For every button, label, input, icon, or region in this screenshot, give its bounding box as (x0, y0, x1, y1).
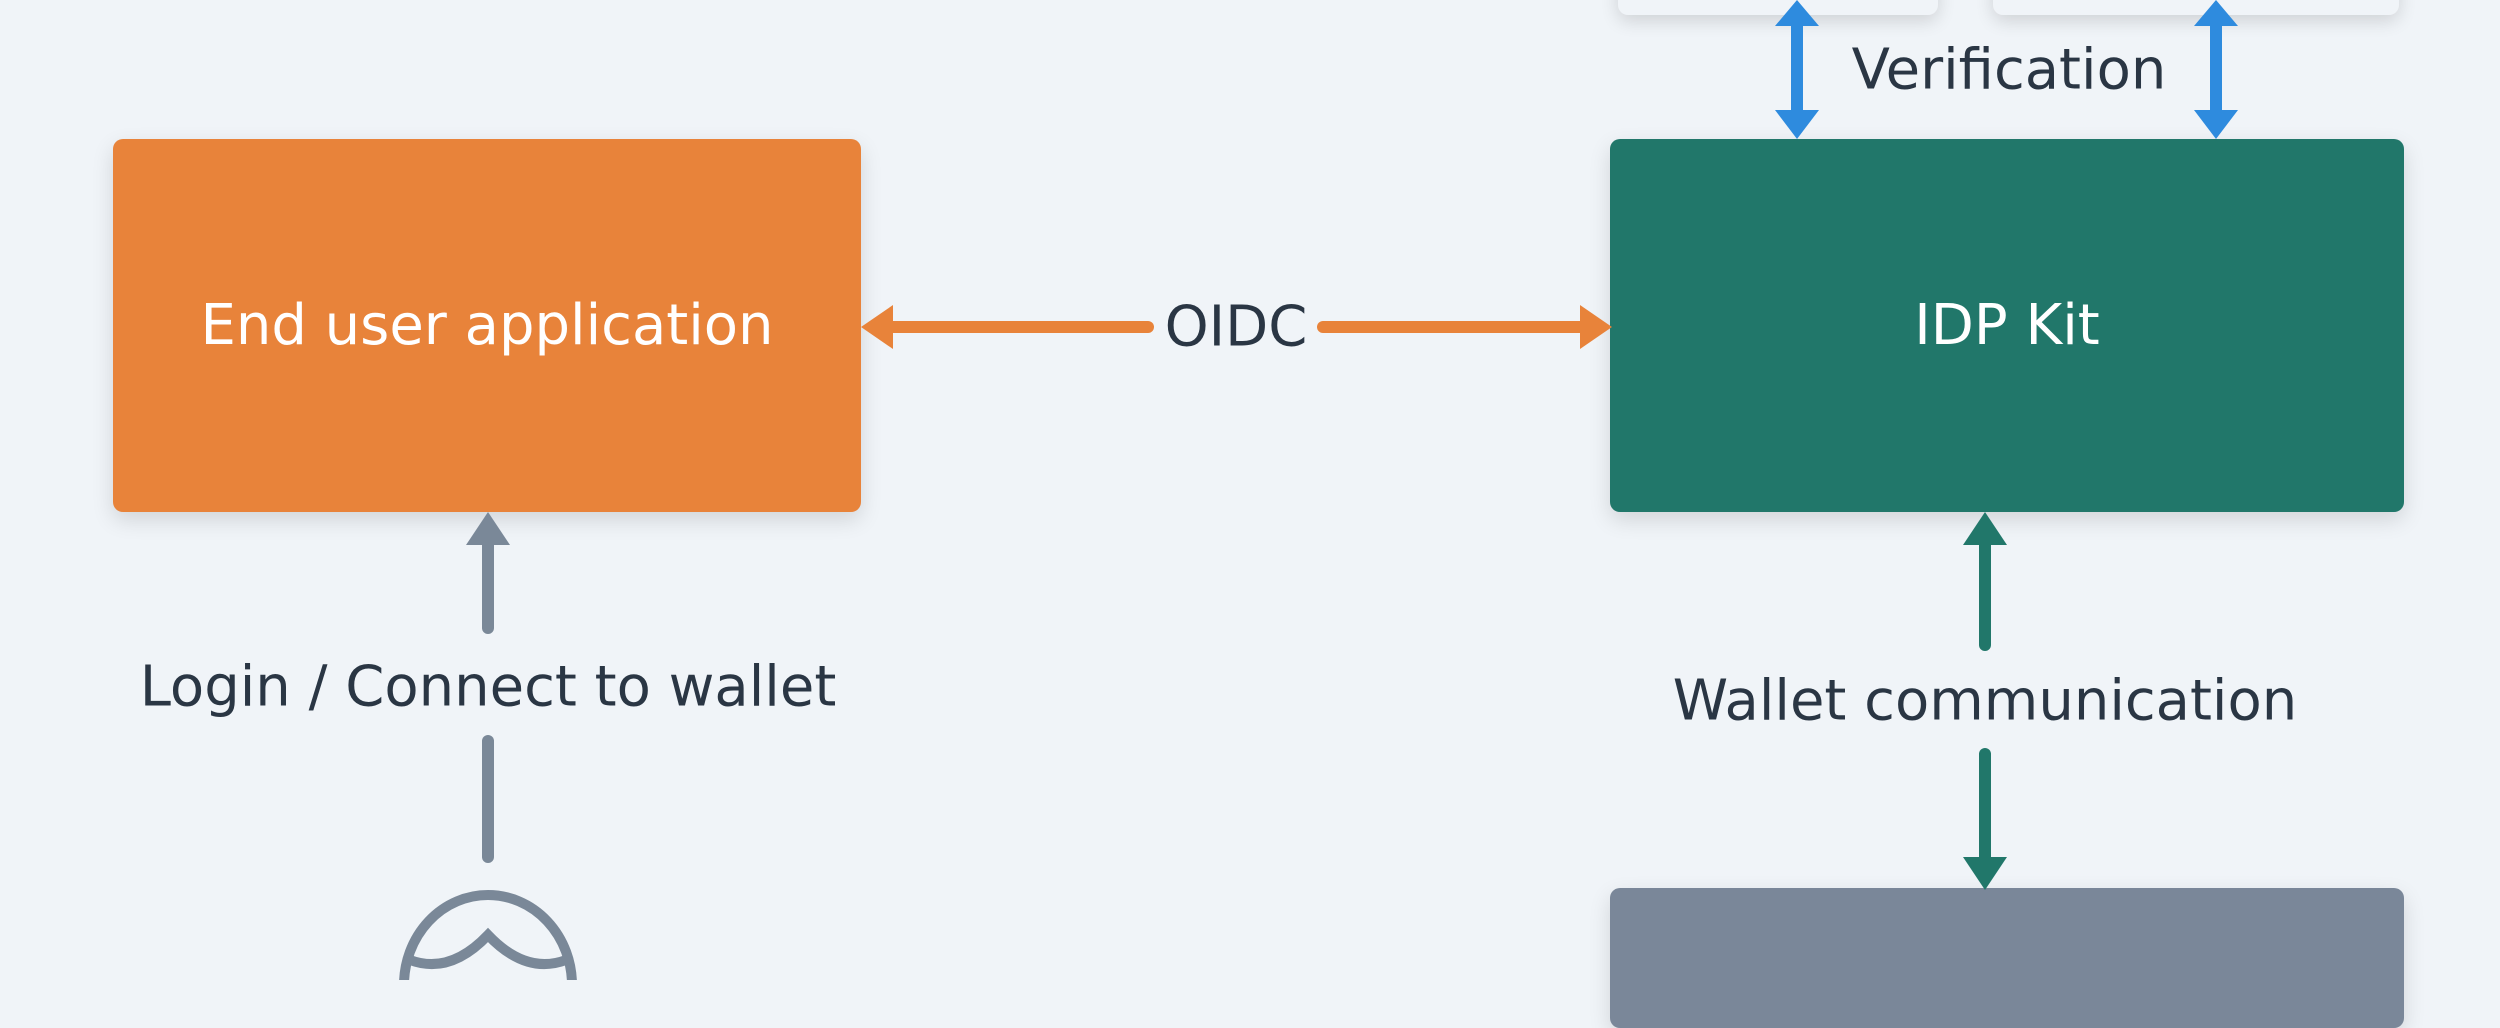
oidc-label: OIDC (1164, 294, 1308, 360)
connectors (399, 0, 2238, 980)
top-right-node[interactable] (1993, 0, 2399, 15)
login-label: Login / Connect to wallet (139, 654, 837, 720)
idp-kit-label: IDP Kit (1914, 293, 2100, 358)
verification-label: Verification (1851, 37, 2167, 103)
end-user-application-node[interactable]: End user application (113, 139, 861, 512)
end-user-application-label: End user application (200, 293, 774, 358)
login-arrow (466, 512, 510, 863)
wallet-communication-label: Wallet communication (1672, 668, 2298, 734)
wallet-communication-arrow (1963, 512, 2007, 890)
top-left-node[interactable] (1618, 0, 1938, 15)
verification-arrows (1775, 0, 2238, 139)
idp-kit-node[interactable]: IDP Kit (1610, 139, 2404, 512)
user-icon (399, 890, 577, 980)
oidc-arrow (861, 305, 1612, 349)
